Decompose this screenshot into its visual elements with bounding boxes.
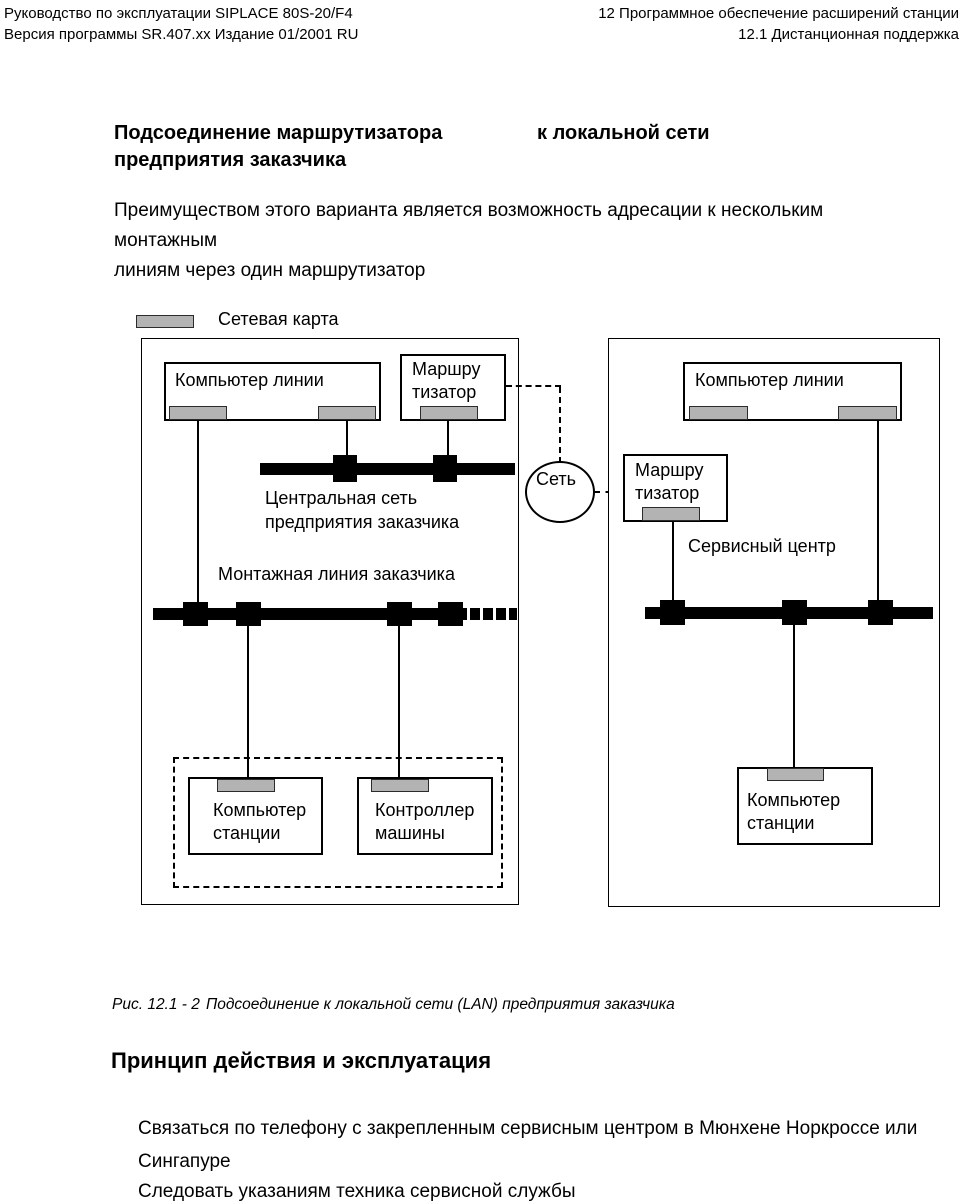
- figure-caption-label: Рис. 12.1 - 2: [112, 996, 200, 1013]
- machine-controller-label: Контроллер машины: [375, 800, 475, 843]
- section-heading-part2: к локальной сети: [537, 122, 710, 144]
- station-computer-box-right: Компьютер станции: [737, 767, 873, 845]
- header-right: 12 Программное обеспечение расширений ст…: [598, 3, 959, 45]
- central-network-label: Центральная сеть предприятия заказчика: [265, 488, 460, 532]
- connector-line: [346, 420, 348, 456]
- network-card: [217, 779, 275, 792]
- network-card: [838, 406, 897, 420]
- network-card-swatch: [136, 315, 194, 328]
- legend-label: Сетевая карта: [218, 309, 339, 329]
- central-network-bus: [260, 463, 515, 475]
- figure-caption: Рис. 12.1 - 2 Подсоединение к локальной с…: [112, 995, 675, 1015]
- wan-cloud-label: Сеть: [536, 469, 577, 489]
- connector-line: [197, 420, 199, 603]
- connector-line: [793, 625, 795, 767]
- station-area-dashed-box: [173, 757, 503, 888]
- connector-line: [247, 626, 249, 777]
- network-card: [642, 507, 700, 521]
- network-card: [169, 406, 227, 420]
- bus-tap: [660, 600, 685, 625]
- header-left-line2: Версия программы SR.407.xx Издание 01/20…: [4, 26, 359, 43]
- bus-tap: [782, 600, 807, 625]
- bus-continuation-dot: [483, 608, 493, 620]
- figure-caption-text: Подсоединение к локальной сети (LAN) пре…: [206, 996, 675, 1013]
- bus-continuation-dot: [496, 608, 506, 620]
- principle-heading: Принцип действия и эксплуатация: [111, 1048, 492, 1073]
- header-right-line2: 12.1 Дистанционная поддержка: [738, 26, 959, 43]
- network-card: [689, 406, 748, 420]
- bus-tap: [438, 602, 463, 626]
- router-label-left: Маршру тизатор: [412, 359, 481, 402]
- connector-line: [398, 626, 400, 777]
- router-box-right: Маршру тизатор: [623, 454, 728, 522]
- network-card: [420, 406, 478, 420]
- section-heading-line2: предприятия заказчика: [114, 149, 347, 171]
- assembly-line-label: Монтажная линия заказчика: [218, 564, 455, 584]
- bus-tap: [387, 602, 412, 626]
- connector-line: [672, 521, 674, 601]
- header-left: Руководство по эксплуатации SIPLACE 80S-…: [4, 3, 358, 45]
- line-computer-label-right: Компьютер линии: [695, 370, 844, 390]
- network-card: [767, 768, 824, 781]
- bus-tap: [333, 455, 357, 482]
- service-center-label: Сервисный центр: [688, 536, 836, 556]
- principle-para1: Связаться по телефону с закрепленным сер…: [138, 1118, 918, 1172]
- bus-tap: [433, 455, 457, 482]
- section-heading-part1: Подсоединение маршрутизатора: [114, 122, 443, 144]
- bus-continuation-dot: [470, 608, 480, 620]
- section-heading-line1: Подсоединение маршрутизатора к локальной …: [114, 120, 874, 147]
- bus-tap: [236, 602, 261, 626]
- dashed-connector: [559, 387, 561, 463]
- network-card: [318, 406, 376, 420]
- line-computer-label-left: Компьютер линии: [175, 370, 324, 390]
- connector-line: [877, 420, 879, 601]
- station-computer-label-right: Компьютер станции: [747, 790, 841, 833]
- router-label-right: Маршру тизатор: [635, 460, 704, 503]
- bus-continuation-dot: [509, 608, 517, 620]
- station-computer-label-left: Компьютер станции: [213, 800, 307, 843]
- section-heading: Подсоединение маршрутизатора к локальной …: [114, 120, 874, 174]
- dashed-connector: [506, 385, 561, 387]
- network-card: [371, 779, 429, 792]
- intro-paragraph: Преимуществом этого варианта является во…: [114, 200, 824, 281]
- bus-tap: [183, 602, 208, 626]
- bus-tap: [868, 600, 893, 625]
- wan-cloud: Сеть: [525, 461, 595, 523]
- principle-para2: Следовать указаниям техника сервисной сл…: [138, 1181, 576, 1202]
- header-left-line1: Руководство по эксплуатации SIPLACE 80S-…: [4, 5, 353, 22]
- station-computer-box-left: Компьютер станции: [188, 777, 323, 855]
- connector-line: [447, 420, 449, 456]
- header-right-line1: 12 Программное обеспечение расширений ст…: [598, 5, 959, 22]
